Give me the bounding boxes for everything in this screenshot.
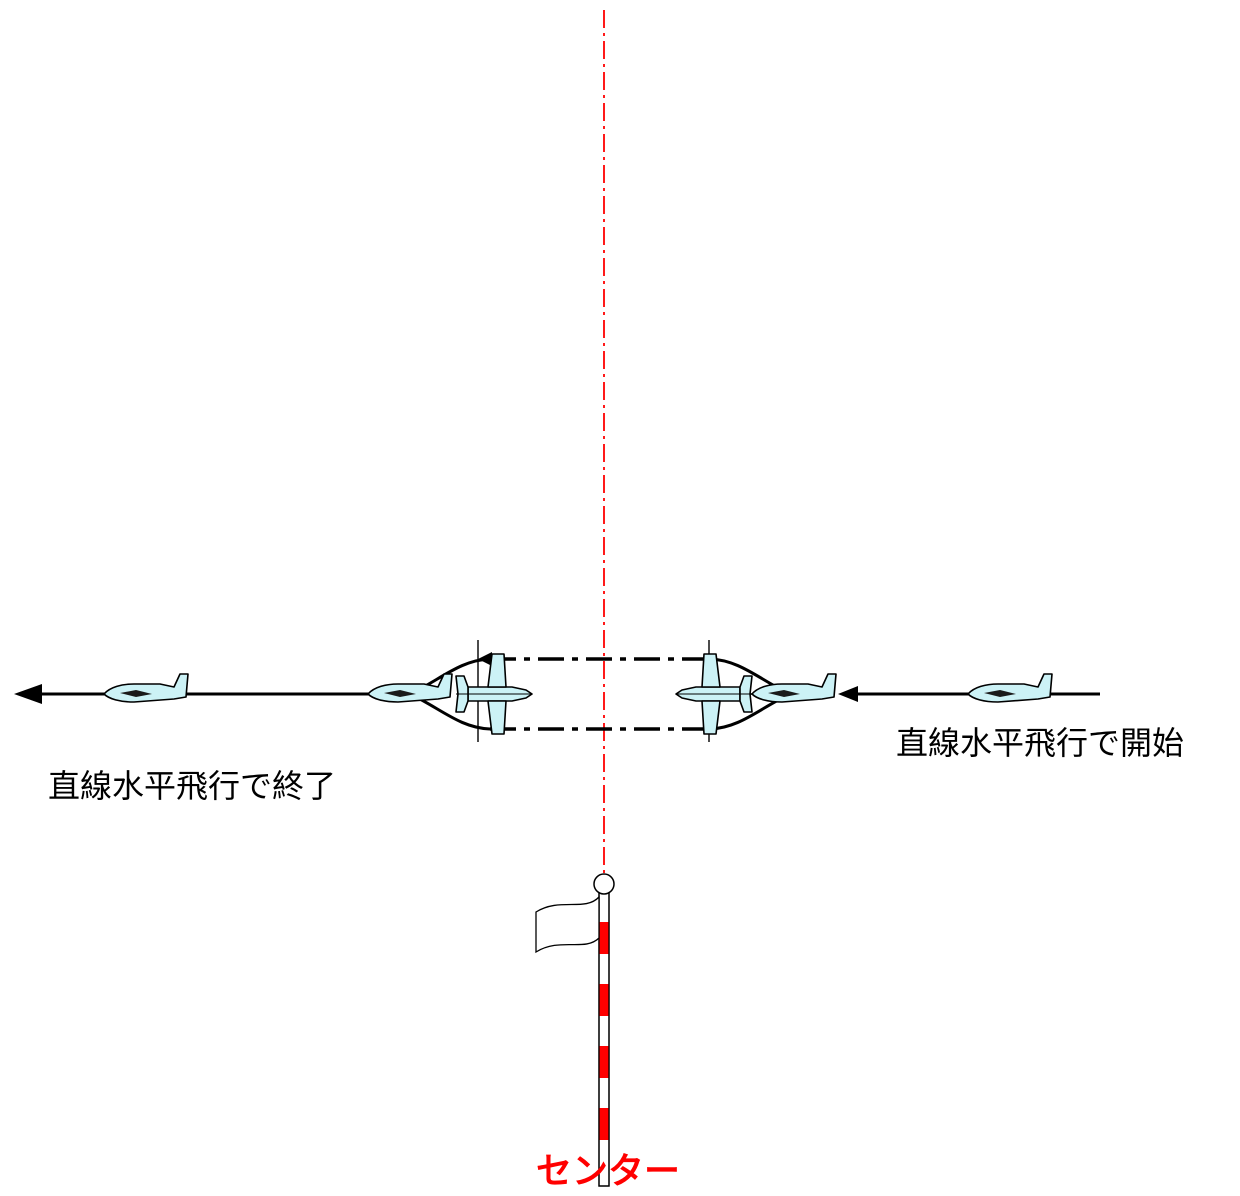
entry-arrowhead [838, 686, 858, 702]
center-label: センター [536, 1151, 680, 1192]
start-label: 直線水平飛行で開始 [896, 724, 1184, 762]
exit-arrowhead [14, 684, 42, 704]
end-label: 直線水平飛行で終了 [48, 767, 336, 805]
airplane-icon [963, 673, 1053, 703]
airplane-icon [455, 653, 533, 735]
airplane-icon [99, 673, 189, 703]
center-pole [593, 873, 615, 1187]
knife-edge-arrowhead [478, 652, 492, 666]
flag-icon [535, 895, 600, 954]
